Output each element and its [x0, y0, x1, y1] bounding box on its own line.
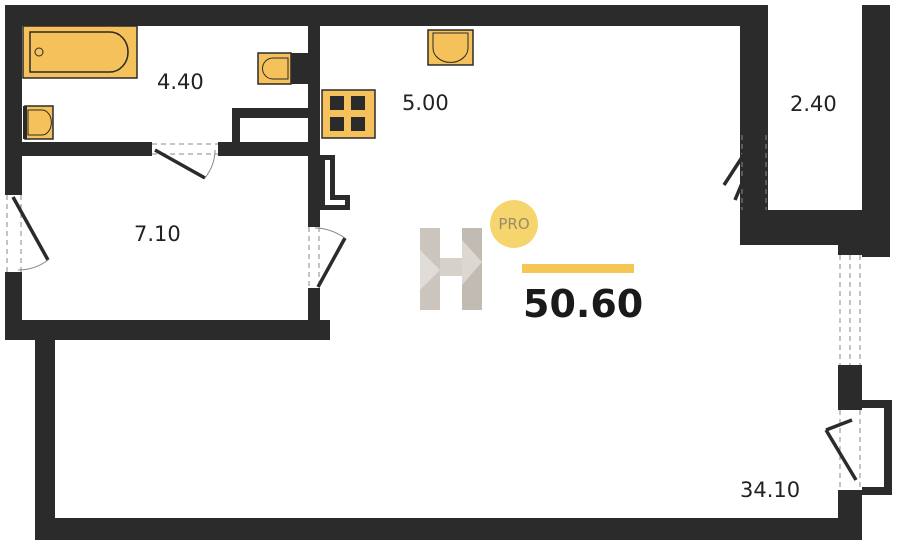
- walls: [5, 5, 892, 540]
- room-area-kitchen: 5.00: [402, 91, 449, 115]
- total-area: 50.60: [523, 282, 644, 326]
- kitchen-sink-icon: [427, 29, 474, 66]
- bathtub-icon: [22, 25, 138, 79]
- accent-bar: [522, 264, 634, 273]
- room-area-balcony: 2.40: [790, 92, 837, 116]
- room-area-bathroom: 4.40: [157, 70, 204, 94]
- logo-h-icon: [420, 228, 482, 310]
- washbasin-icon: [24, 105, 54, 140]
- stove-icon: [321, 89, 376, 139]
- room-area-living: 34.10: [740, 478, 801, 502]
- room-area-hallway: 7.10: [134, 222, 181, 246]
- pro-badge: PRO: [490, 200, 538, 248]
- fixtures: [22, 25, 474, 140]
- doors: [6, 135, 861, 490]
